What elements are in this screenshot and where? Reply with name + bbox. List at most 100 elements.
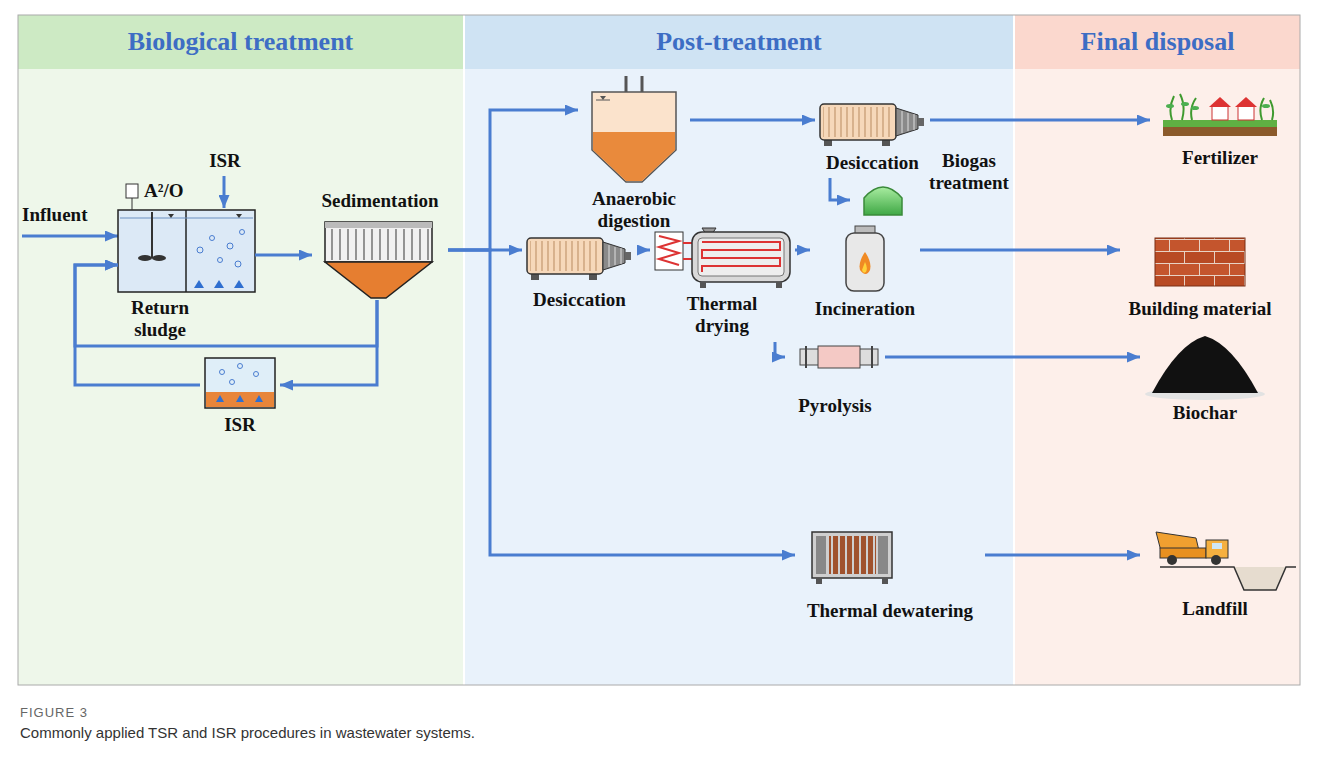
band-backgrounds bbox=[18, 69, 463, 685]
anaerobic-digester bbox=[592, 76, 676, 182]
a2o-tank bbox=[194, 280, 204, 288]
filter-press bbox=[878, 536, 888, 574]
flow-arrow bbox=[255, 254, 312, 257]
node-label: Fertilizer bbox=[1150, 147, 1290, 169]
dewatering-box: Thermal dewatering bbox=[795, 525, 985, 625]
a2o-tank bbox=[197, 247, 203, 253]
thermal-dryer bbox=[702, 242, 780, 272]
flow-arrow bbox=[775, 342, 785, 357]
building-material-box: Building material bbox=[1120, 225, 1280, 325]
flow-arrow bbox=[690, 119, 815, 122]
thermal-dryer bbox=[683, 258, 692, 260]
node-label: Biogas treatment bbox=[926, 150, 1012, 194]
pyrolysis-reactor bbox=[818, 346, 860, 368]
fertilizer-field bbox=[1166, 104, 1174, 108]
node-label: Incineration bbox=[810, 298, 920, 320]
gas-holder bbox=[864, 187, 902, 215]
filter-press bbox=[812, 532, 892, 584]
node-label: A²/O bbox=[144, 180, 224, 202]
fertilizer-field bbox=[1163, 126, 1277, 136]
flow-arrow bbox=[448, 110, 578, 250]
landfill-truck bbox=[1167, 555, 1177, 565]
a2o-tank bbox=[132, 198, 133, 210]
flow-arrows bbox=[22, 235, 118, 238]
flow-arrow bbox=[637, 249, 650, 252]
a2o-tank bbox=[151, 212, 153, 258]
a2o-tank bbox=[152, 255, 166, 261]
pyrolysis-reactor bbox=[805, 346, 807, 368]
incinerator bbox=[862, 262, 867, 273]
incinerator bbox=[860, 252, 871, 274]
thermal-dryer bbox=[776, 282, 782, 288]
fertilizer-field bbox=[1235, 97, 1257, 107]
a2o-tank bbox=[240, 230, 245, 235]
anaerobic-digester bbox=[600, 96, 606, 100]
a2o-tank bbox=[185, 210, 187, 292]
band: Biological treatmentA²/OSedimentationISR bbox=[18, 15, 463, 685]
a2o-tank bbox=[236, 214, 242, 218]
incinerator bbox=[846, 226, 884, 291]
isr-tank bbox=[236, 395, 244, 402]
a2o-tank-box: A²/O bbox=[118, 180, 255, 295]
landfill-truck bbox=[1160, 548, 1206, 558]
a2o-tank bbox=[118, 184, 255, 292]
band-backgrounds bbox=[465, 15, 1013, 69]
band-backgrounds bbox=[465, 69, 1013, 685]
a2o-tank bbox=[218, 258, 223, 263]
gas-holder bbox=[864, 187, 902, 215]
thermal-dryer bbox=[700, 282, 706, 288]
isr-tank bbox=[205, 358, 275, 408]
band-backgrounds bbox=[18, 15, 1300, 685]
anaerobic-digester bbox=[625, 76, 628, 92]
thermal-dryer bbox=[659, 236, 679, 265]
fertilizer-field bbox=[1238, 106, 1254, 120]
node-label: Biochar bbox=[1140, 402, 1270, 424]
band: Final disposalFertilizerBuilding materia… bbox=[1015, 15, 1300, 685]
landfill-box: Landfill bbox=[1140, 518, 1290, 628]
stream-label: Influent bbox=[22, 204, 87, 226]
landfill-truck bbox=[1212, 543, 1222, 549]
filter-press bbox=[812, 532, 892, 578]
isr-tank bbox=[220, 370, 225, 375]
isr-tank bbox=[205, 358, 275, 408]
fertilizer-field bbox=[1262, 104, 1270, 108]
figure-caption: Commonly applied TSR and ISR procedures … bbox=[20, 722, 1290, 744]
biochar-pile bbox=[1145, 336, 1265, 400]
fertilizer-field bbox=[1170, 94, 1273, 120]
flow-arrow bbox=[830, 178, 850, 200]
node-label: Sedimentation bbox=[312, 190, 448, 212]
filter-press bbox=[882, 578, 888, 584]
thermal-dryer bbox=[698, 238, 784, 276]
sedimentation-tank bbox=[325, 262, 432, 298]
thermal-dryer bbox=[692, 232, 790, 282]
fertilizer-field bbox=[1181, 102, 1189, 106]
a2o-tank bbox=[138, 255, 152, 261]
desiccation-box: Desiccation bbox=[522, 225, 637, 315]
decanter-centrifuges bbox=[820, 104, 924, 146]
band-backgrounds bbox=[1015, 69, 1300, 685]
node-label: Desiccation bbox=[522, 289, 637, 311]
biochar-pile bbox=[1152, 336, 1258, 393]
incineration-box: Incineration bbox=[810, 225, 920, 325]
sedimentation-tank bbox=[327, 229, 430, 260]
a2o-tank bbox=[214, 280, 224, 288]
a2o-tank bbox=[120, 218, 253, 219]
anaerobic-digester bbox=[592, 92, 676, 182]
a2o-tank bbox=[235, 261, 241, 267]
sedimentation-box: Sedimentation bbox=[312, 190, 448, 300]
anaerobic-digester bbox=[641, 76, 644, 92]
fertilizer-box: Fertilizer bbox=[1150, 75, 1290, 175]
sedimentation-tank bbox=[325, 222, 432, 228]
flow-arrow bbox=[448, 250, 795, 555]
flow-arrow bbox=[885, 356, 1140, 359]
fertilizer-field bbox=[1212, 106, 1228, 120]
thermal-dryer bbox=[655, 228, 790, 288]
isr-tank bbox=[238, 364, 243, 369]
fertilizer-field bbox=[1163, 94, 1277, 136]
bricks bbox=[1155, 238, 1245, 286]
flow-arrow bbox=[930, 119, 1150, 122]
pyrolysis-reactor bbox=[871, 346, 873, 368]
isr-tank-box: ISR bbox=[200, 356, 280, 442]
digester-box: Anaerobic digestion bbox=[578, 76, 690, 236]
